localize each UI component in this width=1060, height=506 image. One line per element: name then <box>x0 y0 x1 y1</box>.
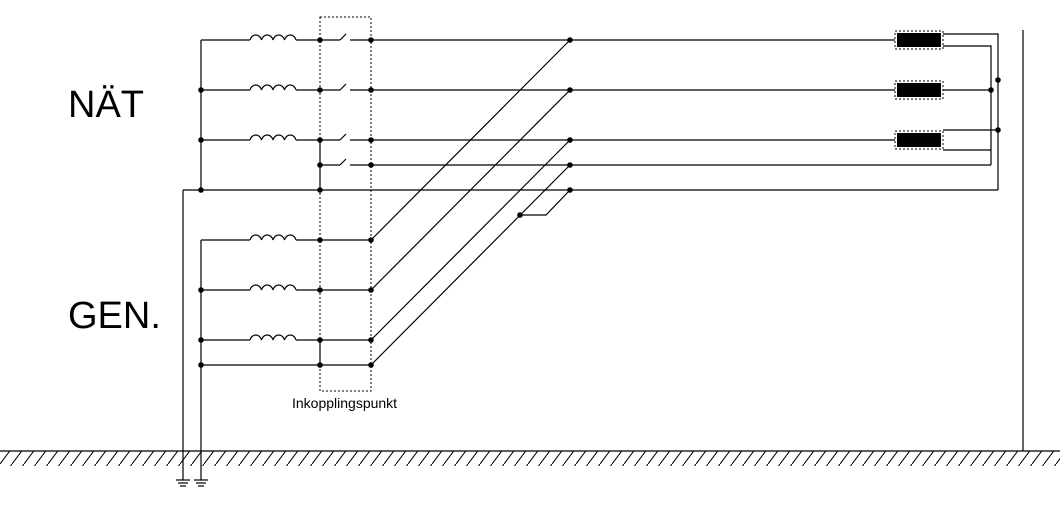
coupling-point-label: Inkopplingspunkt <box>292 395 397 411</box>
net-inductors <box>249 34 297 141</box>
inductor-net-l1 <box>249 34 297 41</box>
breaker-contacts <box>339 33 347 166</box>
net-label: NÄT <box>68 84 144 126</box>
inductor-gen-l2 <box>249 284 297 291</box>
inductor-gen-l1 <box>249 234 297 241</box>
net-wiring <box>182 39 998 480</box>
ground-symbols <box>176 479 208 487</box>
inductor-net-l2 <box>249 84 297 91</box>
generator-inductors <box>249 234 297 341</box>
inductor-gen-l3 <box>249 334 297 341</box>
inductor-net-l3 <box>249 134 297 141</box>
star-connection <box>943 33 999 190</box>
resistor-l3 <box>894 130 944 150</box>
coupling-point-box <box>319 16 372 392</box>
load-resistors <box>894 30 944 150</box>
diagonal-connections <box>370 39 571 366</box>
ground-plane <box>0 450 1060 466</box>
junction-dots <box>198 37 1001 368</box>
generator-label: GEN. <box>68 295 161 337</box>
generator-wiring <box>200 239 371 480</box>
resistor-l1 <box>894 30 944 50</box>
